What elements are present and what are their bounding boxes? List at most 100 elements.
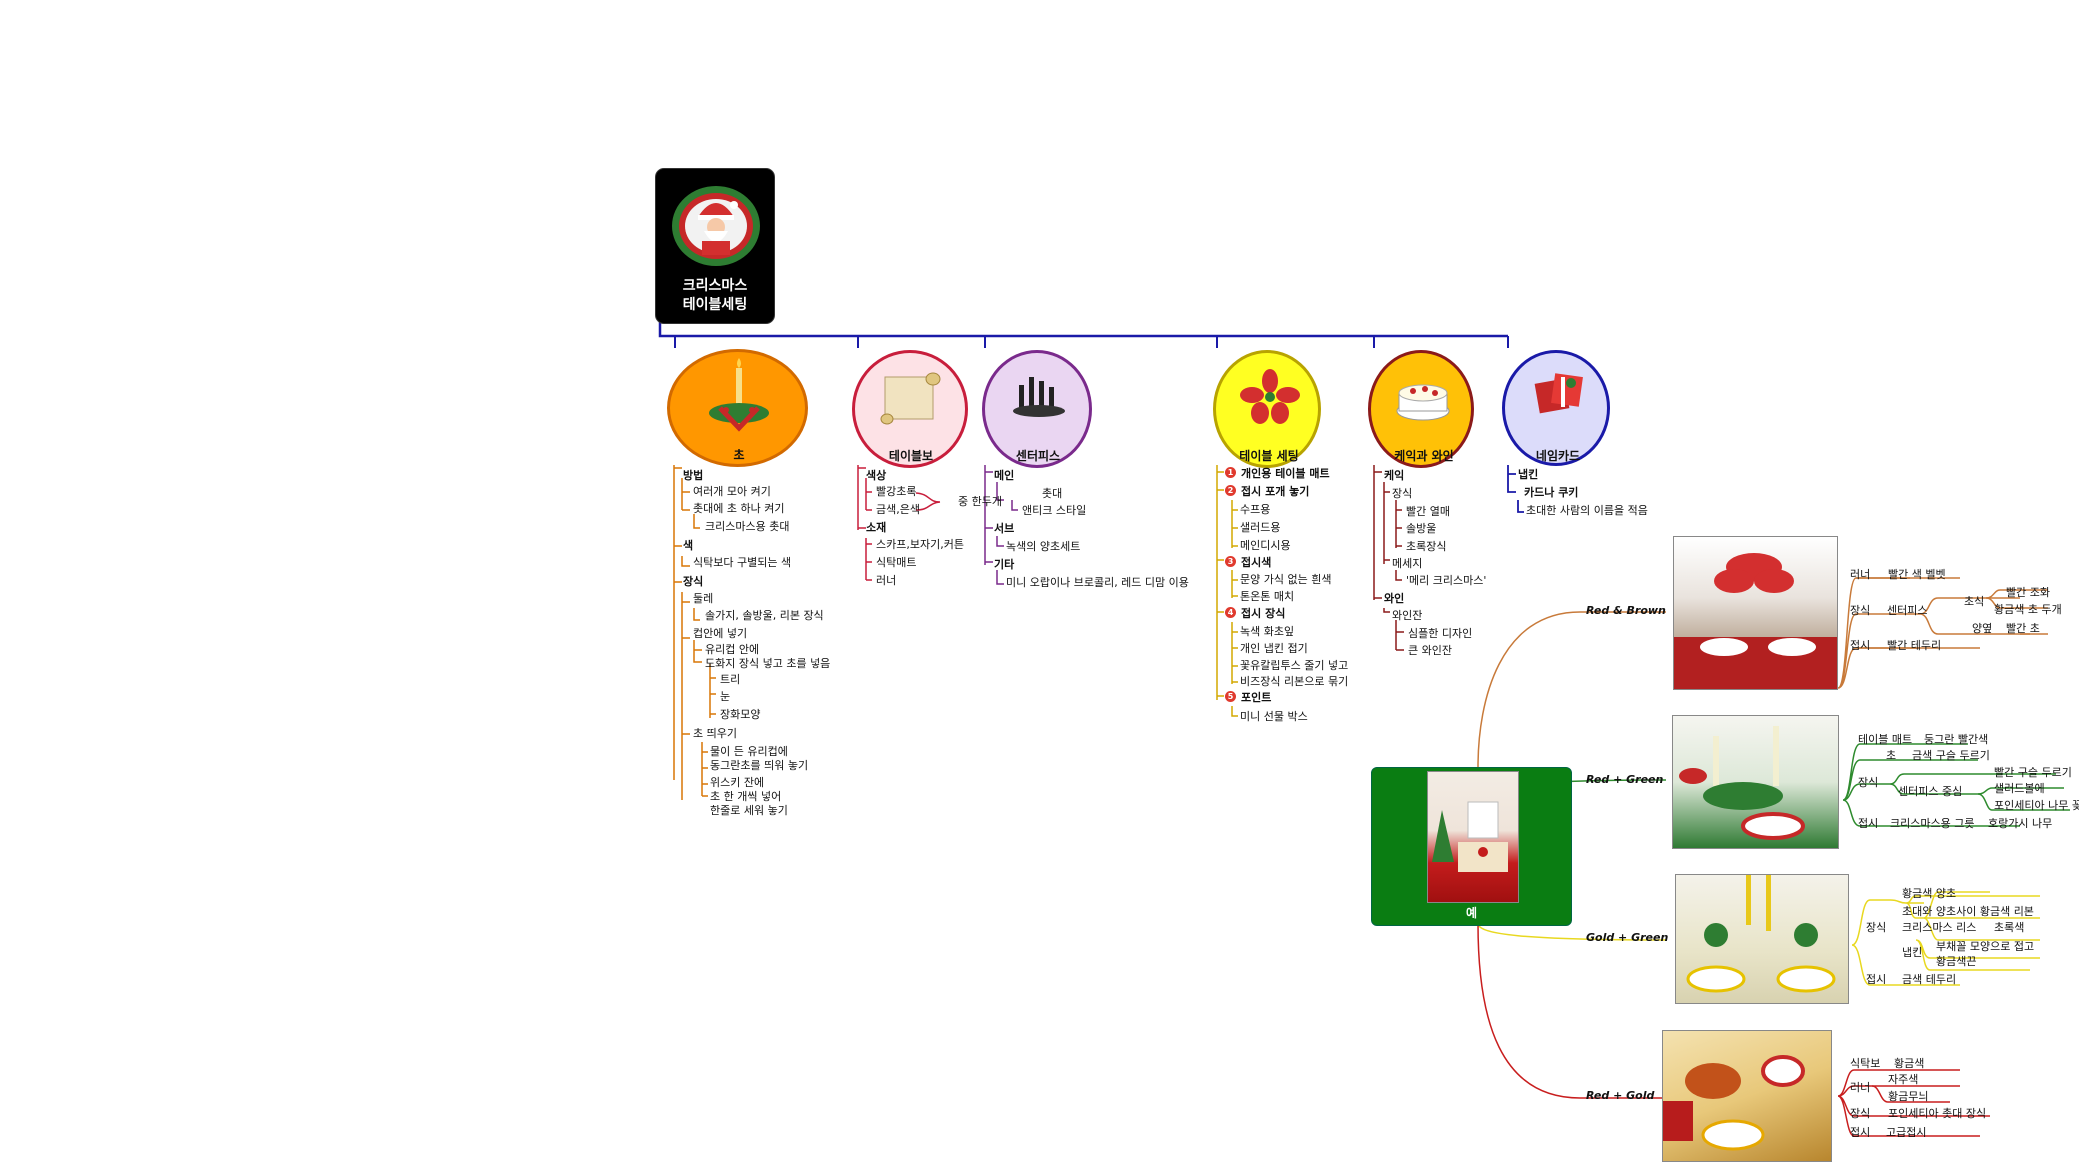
- setting-step-4-2: 개인 냅킨 접기: [1240, 642, 1308, 655]
- rb-v5: 빨간 테두리: [1887, 639, 1942, 652]
- rgo-v0: 황금색: [1894, 1057, 1925, 1070]
- root-node[interactable]: 크리스마스 테이블세팅: [655, 168, 775, 324]
- gg-k4: 냅킨: [1902, 946, 1923, 959]
- candle-method: 방법: [683, 469, 704, 482]
- rb-k5: 접시: [1850, 639, 1871, 652]
- gg-v6: 금색 테두리: [1902, 973, 1957, 986]
- tablecloth-color: 색상: [866, 469, 887, 482]
- topic-card-label: 네임카드: [1535, 449, 1581, 463]
- gg-k2: 장식: [1866, 921, 1887, 934]
- setting-num-2: 2: [1225, 485, 1236, 496]
- setting-num-4: 4: [1225, 607, 1236, 618]
- rgo-k0: 식탁보: [1850, 1057, 1881, 1070]
- rg-k1: 초: [1886, 749, 1897, 762]
- rg-v2: 빨간 구슬 두르기: [1994, 766, 2072, 779]
- candelabra-icon: [1013, 377, 1065, 417]
- topic-cake-label: 케익과 와인: [1394, 449, 1454, 463]
- candle-deco-2b2: 눈: [720, 690, 731, 703]
- cake-deco-1: 빨간 열매: [1406, 505, 1450, 518]
- candle-float-5: 한줄로 세워 놓기: [710, 804, 788, 817]
- topic-setting[interactable]: 테이블 세팅: [1213, 350, 1321, 468]
- root-title-line1: 크리스마스: [682, 278, 748, 294]
- example-photo-red-gold: [1662, 1030, 1832, 1162]
- cake-deco-2: 솔방울: [1406, 522, 1437, 535]
- center-main: 메인: [994, 469, 1015, 482]
- example-branch-0-label: Red & Brown: [1586, 604, 1666, 617]
- candle-deco-2b1: 트리: [720, 673, 741, 686]
- setting-step-2-1: 수프용: [1240, 503, 1271, 516]
- setting-step-1: 개인용 테이블 매트: [1241, 467, 1330, 480]
- rb-k4: 양옆: [1972, 622, 1993, 635]
- candle-method-2a: 크리스마스용 촛대: [705, 520, 790, 533]
- card-napkin: 냅킨: [1518, 468, 1539, 481]
- cake-msg: 메세지: [1392, 557, 1423, 570]
- topic-center[interactable]: 센터피스: [982, 350, 1092, 468]
- candle-deco-2: 컵안에 넣기: [693, 627, 748, 640]
- topic-tablecloth-label: 테이블보: [888, 449, 934, 463]
- rg-v6: 호랑가시 나무: [1988, 817, 2053, 830]
- rg-v5: 크리스마스용 그릇: [1890, 817, 1975, 830]
- setting-num-1: 1: [1225, 467, 1236, 478]
- rg-v1: 금색 구슬 두르기: [1912, 749, 1990, 762]
- rgo-v2: 황금무늬: [1888, 1090, 1929, 1103]
- cake-deco-3: 초록장식: [1406, 540, 1447, 553]
- setting-step-5: 포인트: [1241, 691, 1272, 704]
- gg-v2: 크리스마스 리스: [1902, 921, 1977, 934]
- root-title-line2: 테이블세팅: [682, 297, 748, 313]
- tablecloth-material-3: 러너: [876, 574, 897, 587]
- setting-step-3-2: 톤온톤 매치: [1240, 590, 1295, 603]
- candle-float-2: 동그란초를 띄워 놓기: [710, 759, 809, 772]
- cake-deco: 장식: [1392, 487, 1413, 500]
- topic-cake[interactable]: 케익과 와인: [1368, 350, 1474, 468]
- rb-k0: 러너: [1850, 568, 1871, 581]
- gift-card-icon: [1534, 373, 1583, 414]
- examples-node[interactable]: 예: [1371, 767, 1572, 926]
- card-cookie: 카드나 쿠키: [1524, 486, 1579, 499]
- rb-v0: 빨간 색 벨벳: [1888, 568, 1946, 581]
- gg-v5: 황금색끈: [1936, 955, 1977, 968]
- setting-step-2-3: 메인디시용: [1240, 539, 1291, 552]
- tablecloth-material-1: 스카프,보자기,커튼: [876, 538, 964, 551]
- setting-step-2: 접시 포개 놓기: [1241, 485, 1310, 498]
- topic-card[interactable]: 네임카드: [1502, 350, 1610, 466]
- rg-k2: 장식: [1858, 776, 1879, 789]
- topic-tablecloth[interactable]: 테이블보: [852, 350, 968, 468]
- candle-float: 초 띄우기: [693, 727, 737, 740]
- center-etc-1: 미니 오랍이나 브로콜리, 레드 디맘 이용: [1006, 576, 1189, 589]
- candle-method-1: 여러개 모아 켜기: [693, 485, 771, 498]
- cake-msg-1: '메리 크리스마스': [1406, 574, 1487, 587]
- tablecloth-color-2: 금색,은색: [876, 503, 920, 516]
- center-sub: 서브: [994, 522, 1015, 535]
- rb-v4: 빨간 초: [2006, 622, 2040, 635]
- setting-step-3-1: 문양 가식 없는 흰색: [1240, 573, 1332, 586]
- topic-setting-label: 테이블 세팅: [1239, 449, 1299, 463]
- topic-candle[interactable]: 초: [667, 349, 808, 467]
- candle-deco-1a: 솔가지, 솔방울, 리본 장식: [705, 609, 824, 622]
- setting-step-4: 접시 장식: [1241, 607, 1286, 620]
- candle-color-1: 식탁보다 구별되는 색: [693, 556, 792, 569]
- rgo-k3: 장식: [1850, 1107, 1871, 1120]
- rgo-v4: 고급접시: [1886, 1126, 1927, 1139]
- setting-step-5-1: 미니 선물 박스: [1240, 710, 1308, 723]
- cake-wine-glass-1: 심플한 디자인: [1408, 627, 1473, 640]
- setting-step-4-4: 비즈장식 리본으로 묶기: [1240, 675, 1349, 688]
- rgo-k1: 러너: [1850, 1081, 1871, 1094]
- setting-num-3: 3: [1225, 556, 1236, 567]
- examples-label: 예: [1465, 906, 1478, 920]
- candle-deco-2b3: 장화모양: [720, 708, 761, 721]
- rg-v3: 샐러드볼에: [1994, 782, 2045, 795]
- example-branch-3-label: Red + Gold: [1586, 1089, 1655, 1102]
- topic-candle-label: 초: [733, 448, 745, 462]
- tablecloth-material: 소재: [866, 521, 887, 534]
- gg-v1: 초대와 양초사이 황금색 리본: [1902, 905, 2034, 918]
- rg-k3: 센터피스 중심: [1898, 785, 1963, 798]
- poinsettia-icon: [1240, 369, 1300, 424]
- rg-k5: 접시: [1858, 817, 1879, 830]
- cake-wine-glass-2: 큰 와인잔: [1408, 644, 1452, 657]
- center-main-1: 촛대: [1042, 487, 1063, 500]
- setting-step-3: 접시색: [1241, 556, 1272, 569]
- gg-v4: 부채꼴 모양으로 접고: [1936, 940, 2035, 953]
- candle-method-2: 촛대에 초 하나 켜기: [693, 502, 785, 515]
- example-branch-2-label: Gold + Green: [1586, 931, 1669, 944]
- candle-deco: 장식: [683, 575, 704, 588]
